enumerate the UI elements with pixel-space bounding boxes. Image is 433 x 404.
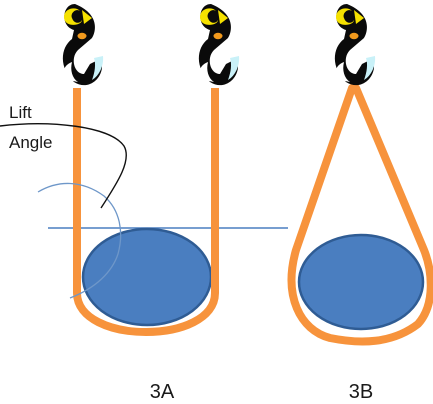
crane-hook-icon	[62, 4, 104, 86]
sling-3b	[287, 84, 433, 346]
lift-angle-label-line2: Angle	[9, 133, 52, 152]
lift-angle-label-line1: Lift	[9, 103, 32, 122]
figure-3a-caption: 3A	[150, 381, 175, 403]
lift-angle-leader	[0, 123, 127, 209]
figure-3a	[0, 4, 288, 336]
crane-hook-icon	[198, 4, 240, 86]
sling-3a	[73, 88, 219, 336]
figure-3b-caption: 3B	[349, 381, 373, 403]
load-3b	[297, 233, 425, 331]
crane-hook-icon	[334, 4, 376, 86]
figure-3b	[287, 4, 433, 346]
lift-angle-arc	[37, 182, 122, 299]
load-3a	[81, 227, 213, 327]
